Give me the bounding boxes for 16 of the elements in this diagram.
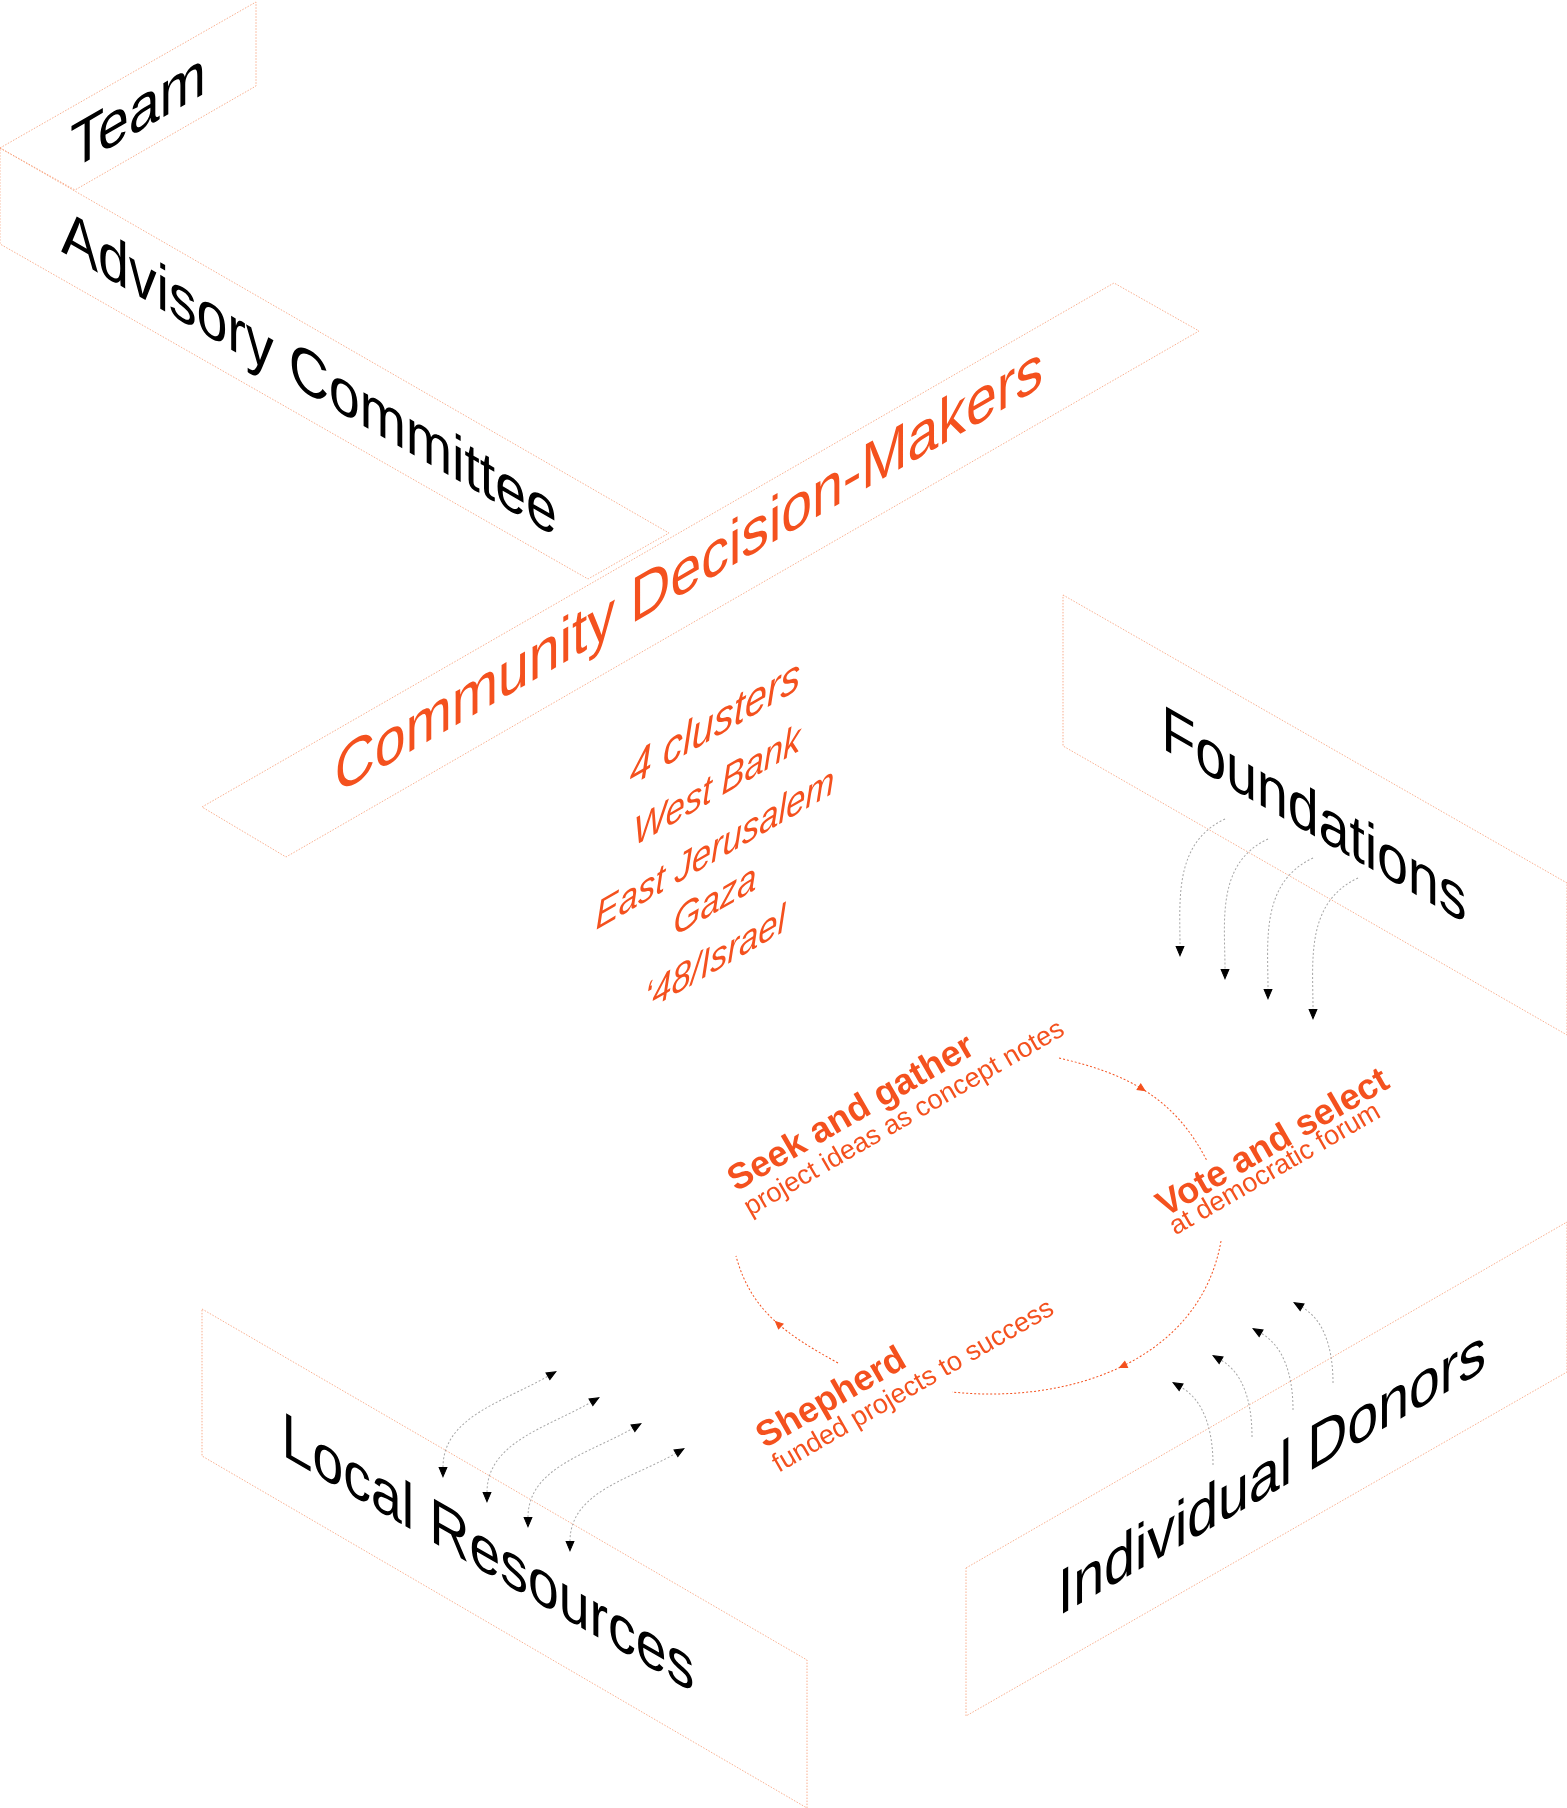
arrow bbox=[565, 1448, 685, 1552]
arrow bbox=[1172, 1382, 1214, 1466]
arrow bbox=[1058, 1057, 1208, 1162]
arrow bbox=[1252, 1328, 1294, 1411]
arrow bbox=[1175, 818, 1226, 957]
arrow bbox=[1308, 877, 1359, 1020]
arrow bbox=[1263, 857, 1314, 1000]
arrow bbox=[951, 1240, 1222, 1395]
panel: Team bbox=[0, 1, 257, 191]
arrow bbox=[438, 1371, 557, 1478]
arrow bbox=[1293, 1302, 1334, 1384]
arrow bbox=[482, 1397, 600, 1503]
arrow bbox=[1212, 1355, 1253, 1438]
arrow bbox=[735, 1255, 839, 1364]
arrow bbox=[1220, 838, 1269, 980]
arrow bbox=[523, 1423, 642, 1528]
